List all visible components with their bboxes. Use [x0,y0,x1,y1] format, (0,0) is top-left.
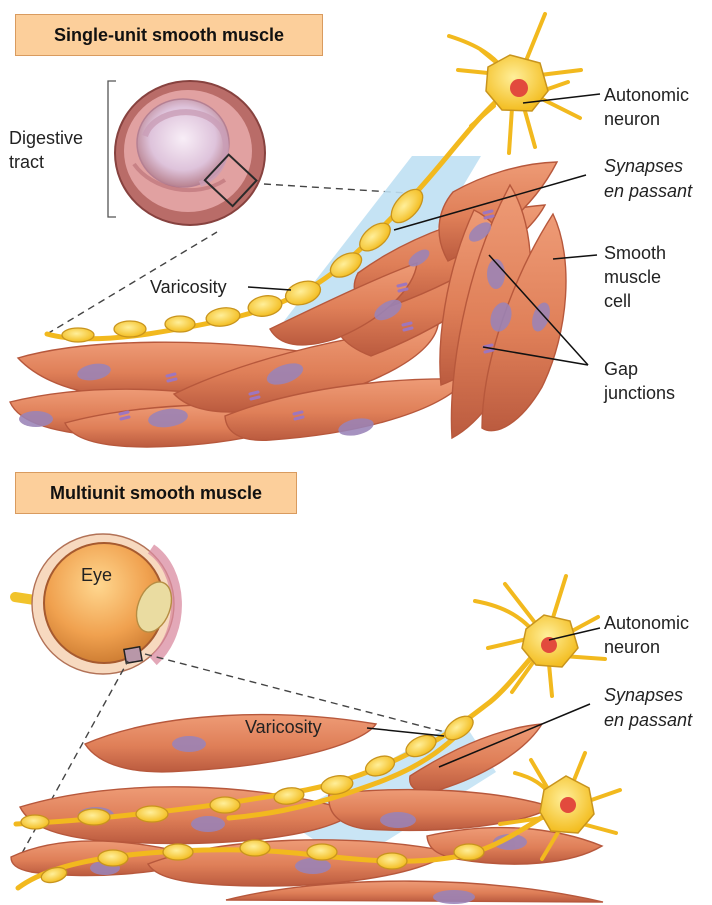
gap-junctions-label-line-2: junctions [604,382,675,404]
eye-label: Eye [81,564,112,586]
gap-junctions-label-line-1: Gap [604,358,638,380]
autonomic-neuron-label-single-line-2: neuron [604,108,660,130]
digestive-tract-label-line-1: Digestive [9,127,83,149]
eye-image [15,534,178,674]
smooth-muscle-label-line-3: cell [604,290,631,312]
digestive-tract-image [108,81,265,225]
digestive-tract-label-line-2: tract [9,151,44,173]
smooth-muscle-label-line-1: Smooth [604,242,666,264]
single-unit-panel [10,14,600,447]
autonomic-neuron-label-single-line-1: Autonomic [604,84,689,106]
multiunit-title: Multiunit smooth muscle [15,472,297,514]
autonomic-neuron-label-multi-line-1: Autonomic [604,612,689,634]
varicosity-label-multi: Varicosity [245,716,322,738]
synapses-label-multi-line-2: en passant [604,709,692,731]
varicosity-label-single: Varicosity [150,276,227,298]
autonomic-neuron-label-multi-line-2: neuron [604,636,660,658]
synapses-label-multi-line-1: Synapses [604,684,683,706]
synapses-label-single-line-1: Synapses [604,155,683,177]
smooth-muscle-label-line-2: muscle [604,266,661,288]
synapses-label-single-line-2: en passant [604,180,692,202]
single-unit-title: Single-unit smooth muscle [15,14,323,56]
